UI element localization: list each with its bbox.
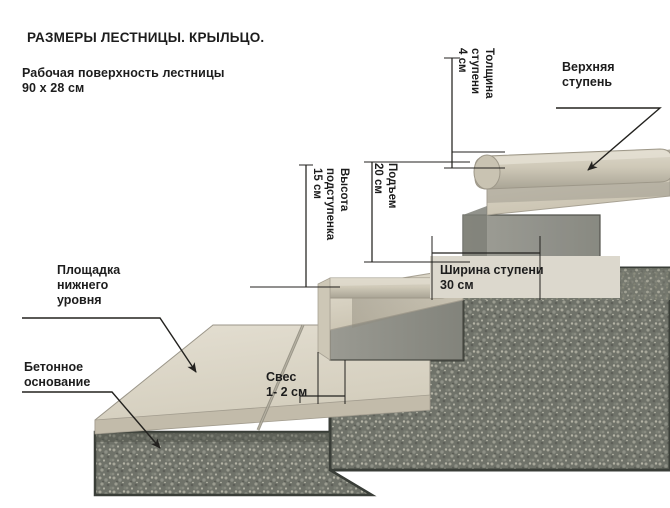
label-overhang: Свес 1- 2 см <box>266 370 308 399</box>
label-step-width: Ширина ступени 30 см <box>440 263 544 292</box>
top-step <box>462 148 670 269</box>
step-width-label-band <box>430 256 620 298</box>
concrete-base <box>93 430 377 497</box>
dimension-lines <box>250 57 541 404</box>
label-concrete-base: Бетонное основание <box>24 360 91 389</box>
label-lower-platform: Площадка нижнего уровня <box>57 263 121 307</box>
page-title: РАЗМЕРЫ ЛЕСТНИЦЫ. КРЫЛЬЦО. <box>27 30 265 45</box>
leader-lines <box>22 107 662 449</box>
label-top-step: Верхняя ступень <box>562 60 615 89</box>
label-riser-height: Высота подступенка 15 см <box>310 168 350 241</box>
label-step-thickness: Толщина ступени 4 см <box>455 48 495 99</box>
working-surface-note: Рабочая поверхность лестницы 90 x 28 см <box>22 66 225 95</box>
label-rise: Подъем 20 см <box>372 163 398 209</box>
